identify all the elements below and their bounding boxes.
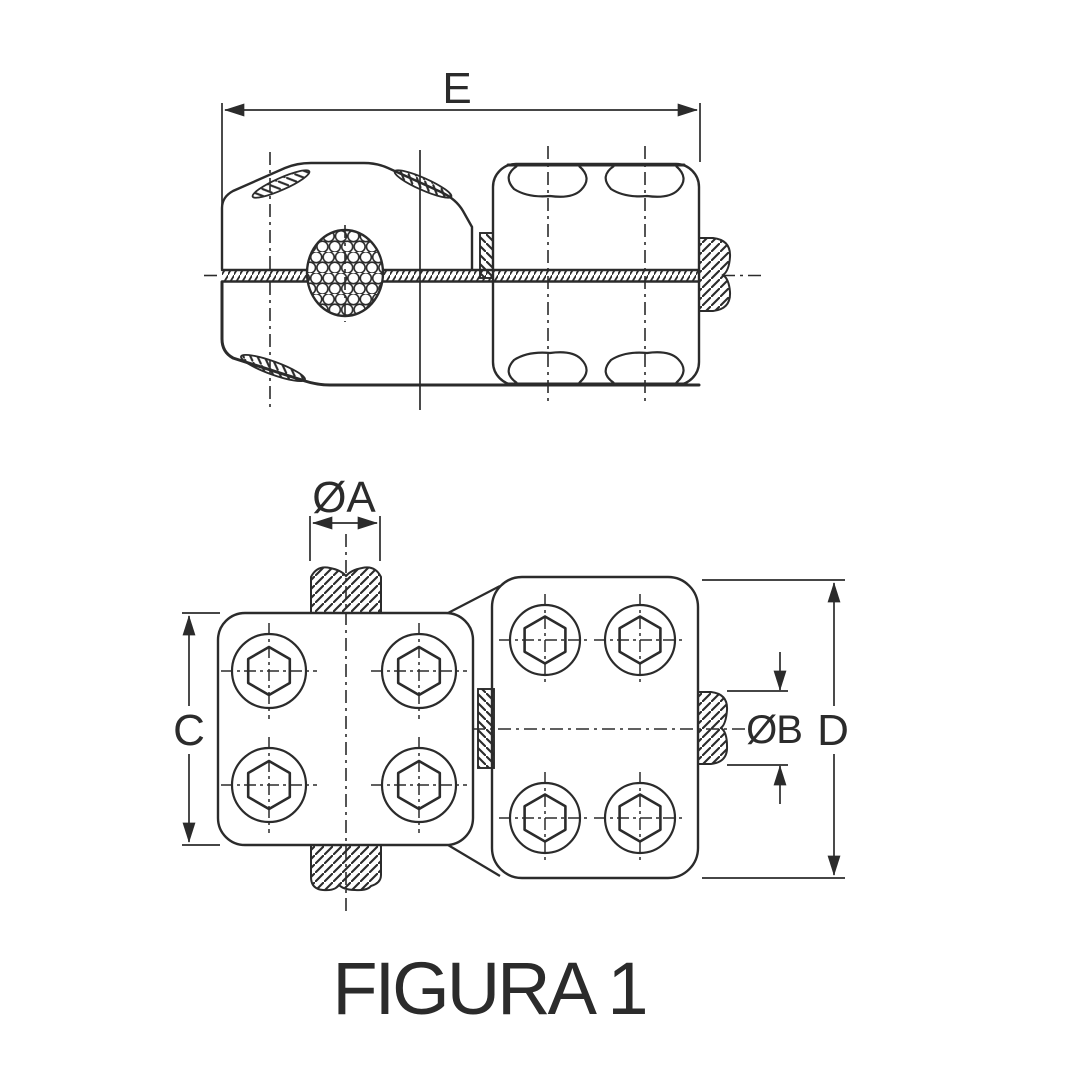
ear-section-upper-left: [251, 169, 311, 199]
dimension-c: C: [171, 612, 220, 846]
upper-keeper-outline: [220, 161, 474, 271]
bolt: [594, 594, 686, 686]
bolt-pocket-bottom-right: [604, 351, 685, 384]
stud-end: [698, 237, 732, 312]
bolt-pocket-bottom-left: [507, 351, 588, 384]
bolt: [221, 623, 317, 719]
washer-section: [479, 232, 494, 279]
dim-label-d: D: [817, 706, 849, 755]
dimension-ob: ØB: [727, 652, 803, 804]
bolt-pocket-top-right: [604, 165, 685, 198]
cable-lower-section: [310, 844, 382, 892]
dim-label-oa: ØA: [312, 473, 376, 522]
dimension-e: E: [221, 64, 701, 206]
dim-label-c: C: [173, 706, 205, 755]
bottom-view: ØA C: [171, 473, 854, 911]
transition-edge-bottom: [447, 844, 501, 877]
bolt: [594, 772, 686, 864]
dimension-d: D: [702, 579, 854, 879]
conductor-section: [305, 225, 385, 322]
transition-edge-top: [447, 585, 501, 614]
dim-label-ob: ØB: [746, 708, 802, 752]
bolt: [499, 594, 591, 686]
right-plate-outline: [490, 575, 700, 880]
top-view: E: [204, 64, 762, 410]
bolt: [499, 772, 591, 864]
bolt: [371, 623, 467, 719]
stud-end: [697, 691, 729, 765]
parting-line: [220, 268, 701, 283]
figure-title: FIGURA 1: [332, 947, 645, 1030]
bolt: [221, 737, 317, 833]
ear-section-upper-right: [393, 169, 453, 199]
dimension-oa: ØA: [309, 473, 381, 561]
ear-section-lower-left: [240, 353, 306, 383]
bolt: [371, 737, 467, 833]
dim-label-e: E: [442, 64, 471, 113]
bolt-pocket-top-left: [507, 165, 588, 198]
